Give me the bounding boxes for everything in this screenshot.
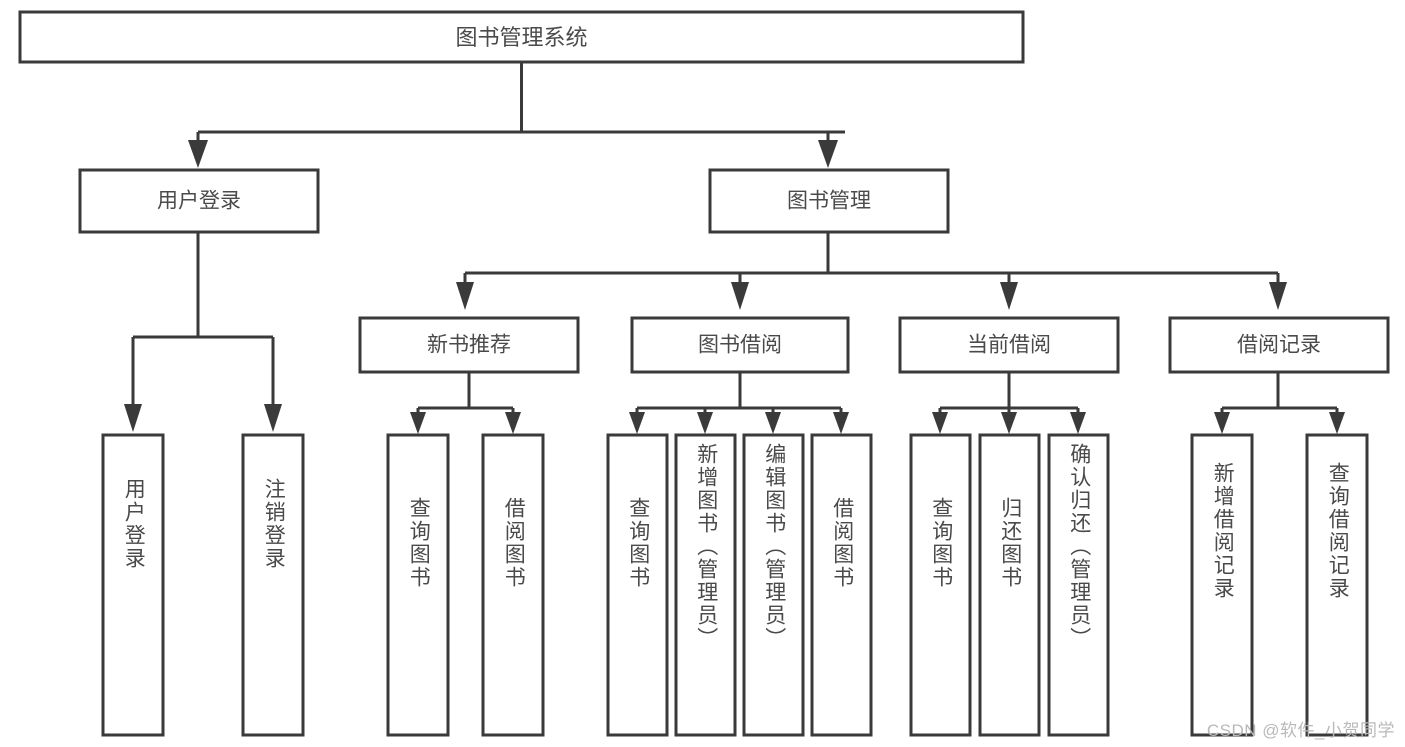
arrow-head-leaf-add-record [1214, 412, 1230, 434]
node-user-login-label: 用户登录 [157, 190, 241, 213]
arrow-head-leaf-user-login [124, 404, 142, 432]
node-current-borrow-box[interactable] [898, 316, 1120, 374]
leaf-box-borrow-book-2[interactable] [810, 433, 873, 737]
leaf-box-return-book[interactable] [978, 433, 1041, 737]
connector-group-user-login [124, 232, 282, 432]
node-new-book-recommend-box[interactable] [358, 316, 580, 374]
node-root[interactable]: 图书管理系统 [18, 10, 1025, 64]
connector-group-book-borrow [629, 372, 849, 434]
arrow-head-leaf-user-logout [264, 404, 282, 432]
leaf-box-confirm-return[interactable] [1047, 433, 1110, 737]
arrow-head-current-borrow [1000, 282, 1018, 310]
arrow-head-new-book-recommend [456, 282, 474, 310]
leaf-box-user-login[interactable] [101, 433, 165, 737]
leaf-box-borrow-book-1[interactable] [481, 433, 545, 737]
node-borrow-record[interactable]: 借阅记录 [1168, 316, 1390, 374]
connector-group-borrow-record [1214, 372, 1345, 434]
arrow-head-borrow-record [1269, 282, 1287, 310]
arrow-head-leaf-edit-book [765, 412, 781, 434]
connector-group-root [188, 62, 845, 168]
leaf-box-query-book-2[interactable] [606, 433, 669, 737]
node-user-login-box[interactable] [78, 168, 320, 234]
leaf-box-query-record[interactable] [1305, 433, 1369, 737]
node-borrow-record-label: 借阅记录 [1237, 334, 1321, 357]
leaf-boxes [101, 433, 1369, 737]
node-book-management-label: 图书管理 [787, 190, 871, 213]
leaf-box-add-book[interactable] [674, 433, 737, 737]
arrow-head-book-borrow [731, 282, 749, 310]
arrow-head-leaf-query-book-3 [932, 412, 948, 434]
node-book-borrow[interactable]: 图书借阅 [630, 316, 850, 374]
node-borrow-record-box[interactable] [1168, 316, 1390, 374]
arrow-head-leaf-query-record [1329, 412, 1345, 434]
node-root-box[interactable] [18, 10, 1025, 64]
arrow-head-leaf-add-book [697, 412, 713, 434]
arrow-head-user-login [188, 140, 208, 168]
arrow-head-book-management [818, 140, 838, 168]
connector-group-current-borrow [932, 372, 1086, 434]
connector-group-book-management [456, 232, 1287, 310]
arrow-head-leaf-return-book [1001, 412, 1017, 434]
node-user-login[interactable]: 用户登录 [78, 168, 320, 234]
node-book-borrow-label: 图书借阅 [698, 334, 782, 357]
node-book-management[interactable]: 图书管理 [708, 168, 950, 234]
arrow-head-leaf-confirm-return [1070, 412, 1086, 434]
leaf-box-query-book-3[interactable] [909, 433, 972, 737]
arrow-head-leaf-query-book-2 [629, 412, 645, 434]
node-book-management-box[interactable] [708, 168, 950, 234]
leaf-box-user-logout[interactable] [241, 433, 305, 737]
arrow-head-leaf-query-book-1 [410, 412, 426, 434]
arrow-head-leaf-borrow-book-2 [833, 412, 849, 434]
leaf-box-add-record[interactable] [1190, 433, 1254, 737]
arrow-head-leaf-borrow-book-1 [505, 412, 521, 434]
node-current-borrow[interactable]: 当前借阅 [898, 316, 1120, 374]
node-new-book-recommend[interactable]: 新书推荐 [358, 316, 580, 374]
leaf-box-query-book-1[interactable] [386, 433, 450, 737]
leaf-box-edit-book[interactable] [742, 433, 805, 737]
node-new-book-recommend-label: 新书推荐 [427, 334, 511, 357]
node-root-label: 图书管理系统 [455, 25, 587, 50]
node-book-borrow-box[interactable] [630, 316, 850, 374]
connector-group-new-book-recommend [410, 372, 521, 434]
node-current-borrow-label: 当前借阅 [967, 334, 1051, 357]
